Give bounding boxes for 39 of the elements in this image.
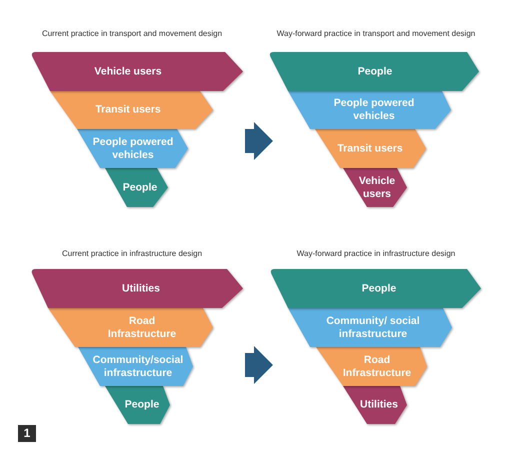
figure-number: 1	[18, 425, 36, 442]
chevron-band	[78, 347, 193, 386]
chevron-band	[105, 386, 170, 424]
chevron-band	[50, 91, 213, 129]
band-label: Vehicle users	[358, 174, 396, 200]
band-label: Community/ social infrastructure	[325, 314, 421, 340]
band-label: Utilities	[122, 282, 160, 295]
band-label: People powered vehicles	[92, 136, 174, 162]
block-arrow	[245, 346, 273, 384]
chevron-band	[343, 386, 407, 424]
chevron-band	[315, 129, 426, 168]
band-label: Vehicle users	[94, 65, 162, 78]
funnel-title: Way-forward practice in infrastructure design	[296, 249, 456, 259]
funnel-title: Current practice in infrastructure design	[62, 249, 202, 259]
chevron-band	[288, 91, 451, 129]
band-label: Transit users	[95, 104, 161, 116]
band-label: People	[362, 282, 396, 295]
band-label: Community/social infrastructure	[92, 354, 184, 380]
funnel-title: Current practice in transport and movement design	[42, 29, 222, 39]
chevron-band	[30, 269, 243, 308]
chevron-band	[269, 269, 481, 308]
band-label: People powered vehicles	[332, 97, 416, 123]
band-label: Utilities	[360, 398, 398, 412]
chevron-band	[30, 52, 243, 91]
chevron-band	[316, 347, 427, 386]
chevron-band	[105, 168, 168, 207]
band-label: Transit users	[337, 142, 403, 155]
band-label: People	[124, 398, 160, 412]
band-label: People	[358, 65, 392, 78]
chevron-band	[268, 52, 479, 91]
chevron-band	[77, 129, 188, 168]
band-label: Road Infrastructure	[342, 354, 412, 380]
block-arrow	[245, 122, 273, 160]
band-label: Road Infrastructure	[106, 314, 178, 340]
band-label: People	[122, 181, 158, 194]
chevron-band	[343, 168, 407, 207]
chevron-band	[48, 308, 213, 347]
funnel-title: Way-forward practice in transport and movement design	[276, 29, 476, 39]
chevron-band	[288, 308, 452, 347]
